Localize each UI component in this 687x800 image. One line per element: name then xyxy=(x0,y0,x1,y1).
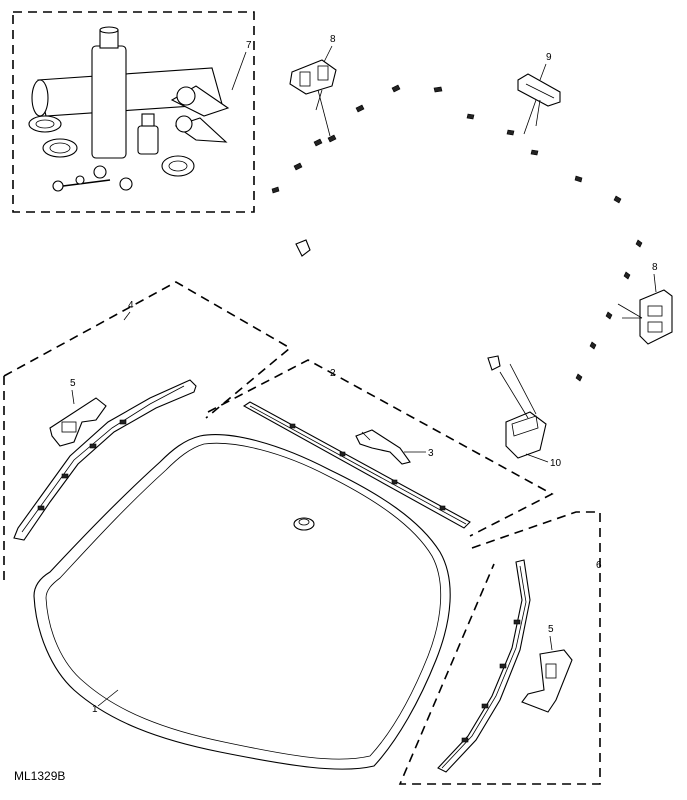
upper-clip-3 xyxy=(355,429,411,465)
mirror-mount xyxy=(293,517,315,531)
callout-4: 4 xyxy=(128,300,134,311)
figure-reference-code: ML1329B xyxy=(14,769,65,783)
spacer-10: 10 xyxy=(499,363,562,469)
callout-9: 9 xyxy=(546,52,552,63)
right-bracket xyxy=(521,649,573,713)
repair-kit-box xyxy=(12,11,255,213)
callout-7: 7 xyxy=(246,40,252,51)
sealant-cartridge xyxy=(91,45,127,159)
callout-5-left: 5 xyxy=(70,378,76,389)
repair-kit-group: 7 xyxy=(12,11,255,213)
right-finisher-strip xyxy=(437,559,531,773)
sealing-ring xyxy=(28,115,62,133)
right-finisher-kit: 6 5 xyxy=(398,511,602,785)
upper-finisher-kit: 2 3 xyxy=(207,359,554,537)
primer-bottle xyxy=(137,125,159,155)
clip-8-right: 8 xyxy=(617,262,673,345)
applicator xyxy=(52,165,133,192)
clip-8-top: 8 xyxy=(289,34,337,137)
left-finisher-kit: 4 5 xyxy=(3,281,292,580)
callout-1: 1 xyxy=(92,704,98,715)
fixing-clips-arc xyxy=(271,84,643,382)
callout-10: 10 xyxy=(550,458,562,469)
callout-3: 3 xyxy=(428,448,434,459)
callout-6: 6 xyxy=(596,560,602,571)
callout-5-right: 5 xyxy=(548,624,554,635)
callout-2: 2 xyxy=(330,368,336,379)
windscreen-glass: 1 xyxy=(33,434,451,770)
left-finisher-strip xyxy=(13,379,197,541)
callout-8-right: 8 xyxy=(652,262,658,273)
clip-9: 9 xyxy=(517,52,561,135)
left-bracket xyxy=(49,397,107,447)
callout-8-top: 8 xyxy=(330,34,336,45)
